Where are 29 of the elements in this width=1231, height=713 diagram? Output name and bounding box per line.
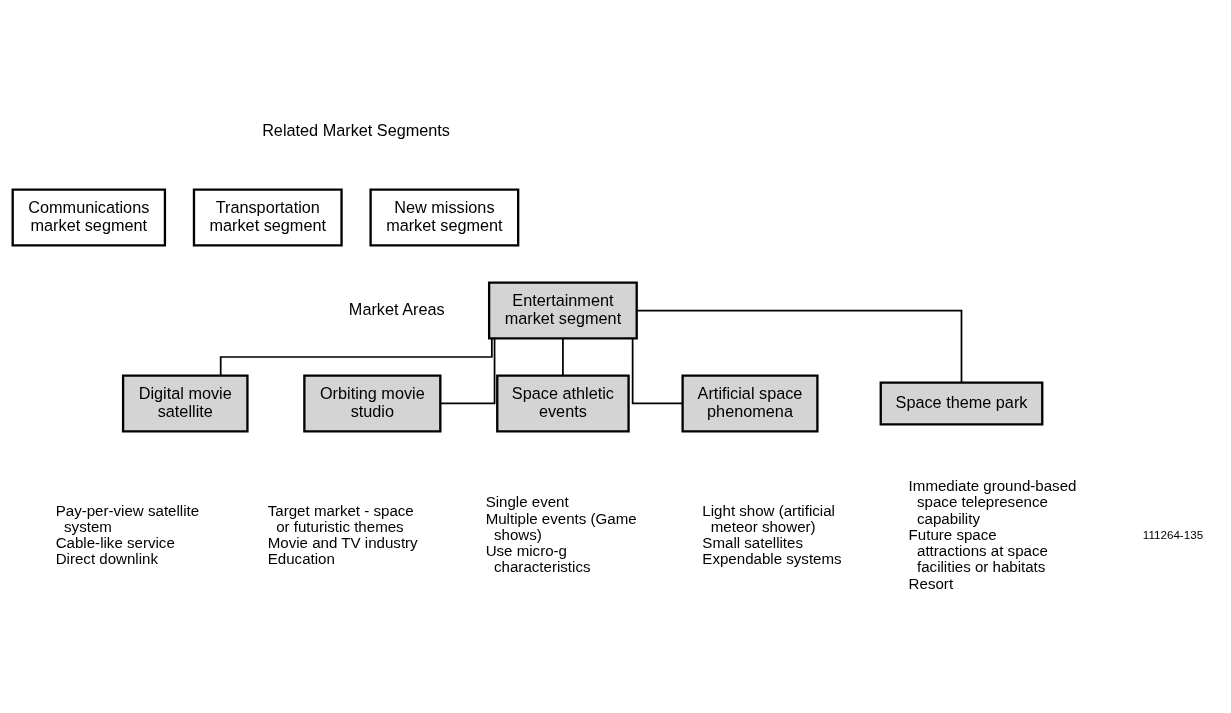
connector: [631, 337, 684, 404]
connector: [219, 337, 493, 376]
node-label: Direct downlink: [55, 549, 159, 567]
node-label: Small satellites: [702, 533, 804, 551]
node-label: Single event: [485, 492, 569, 510]
connector: [439, 337, 496, 404]
node-label: Pay-per-view satellite system: [55, 501, 200, 535]
node-label: Target market - space or futuristic themes: [267, 501, 414, 535]
node-box: Orbiting movie studio: [303, 373, 442, 433]
label: Market Areas: [348, 299, 445, 318]
node-label: Education: [267, 549, 335, 567]
node-label: Movie and TV industry: [267, 533, 418, 551]
node-box: Digital movie satellite: [121, 373, 249, 433]
node-box: Communications market segment: [11, 188, 167, 247]
node-label: Immediate ground-based space telepresence capability: [908, 476, 1077, 527]
node-box: Space athletic events: [496, 373, 630, 433]
node-label: Light show (artificial meteor shower): [702, 501, 835, 535]
node-box: Artificial space phenomena: [681, 373, 819, 433]
node-box: Entertainment market segment: [487, 280, 638, 340]
connector: [636, 309, 963, 383]
connector: [562, 337, 564, 376]
node-box: Space theme park: [879, 380, 1044, 426]
node-label: Resort: [908, 574, 954, 592]
node-label: Multiple events (Game shows): [485, 509, 637, 543]
label: Related Market Segments: [262, 120, 451, 139]
node-box: New missions market segment: [369, 188, 520, 247]
node-box: Transportation market segment: [192, 188, 343, 247]
label: 111264-135: [1142, 527, 1204, 541]
node-label: Expendable systems: [702, 549, 842, 567]
